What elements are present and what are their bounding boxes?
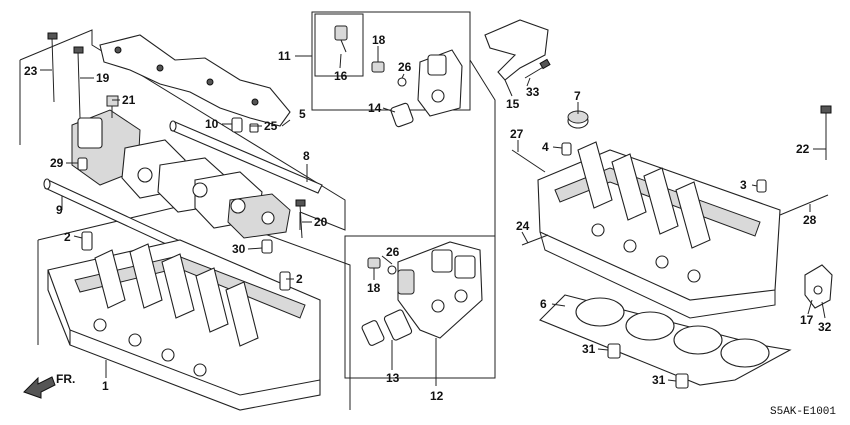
front-arrow-icon (23, 376, 56, 399)
callout-26-lower: 26 (386, 245, 400, 259)
dowel-4 (561, 142, 572, 156)
spool-valve-lower (397, 241, 483, 339)
callout-27: 27 (510, 127, 524, 141)
callout-26-upper: 26 (398, 60, 412, 74)
callout-14: 14 (368, 101, 382, 115)
bracket-15 (484, 19, 549, 81)
head-gasket-6 (539, 294, 792, 386)
bolt-19 (73, 46, 84, 119)
oring-26-lower (387, 265, 397, 275)
diagram-code: S5AK-E1001 (770, 406, 836, 418)
cylinder-head-left (47, 231, 321, 411)
callout-33: 33 (526, 85, 540, 99)
callout-13: 13 (386, 371, 400, 385)
right-divider (469, 59, 496, 236)
bolt-22 (820, 105, 832, 160)
leader-lines (40, 46, 826, 386)
bolt-23 (47, 32, 58, 103)
callout-7: 7 (574, 89, 581, 103)
callout-24: 24 (516, 219, 530, 233)
callout-11: 11 (278, 49, 291, 63)
callout-4: 4 (542, 140, 549, 154)
callout-19: 19 (96, 71, 110, 85)
callout-17: 17 (800, 313, 814, 327)
rocker-arm-group (71, 109, 291, 239)
callout-3: 3 (740, 178, 747, 192)
spool-valve-upper (417, 49, 463, 117)
front-direction-label: FR. (56, 372, 75, 386)
dowel-31a (607, 343, 621, 359)
callout-12: 12 (430, 389, 444, 403)
callout-16: 16 (334, 69, 348, 83)
oring-26-upper (397, 77, 407, 87)
callout-20: 20 (314, 215, 328, 229)
callout-30: 30 (232, 242, 246, 256)
dowel-29 (77, 157, 88, 171)
gaskets-13 (361, 309, 413, 346)
callout-23: 23 (24, 64, 38, 78)
stud-27 (511, 149, 546, 173)
callout-32: 32 (818, 320, 832, 334)
bolt-21 (106, 95, 119, 118)
callout-5: 5 (299, 107, 306, 121)
solenoid-lower-box (344, 235, 496, 379)
callout-25: 25 (264, 119, 278, 133)
callout-1: 1 (102, 379, 109, 393)
rocker-shaft-8 (169, 120, 323, 194)
rocker-assembly-outline (19, 29, 346, 231)
callout-labels: 23 19 21 29 9 2 10 25 5 8 20 30 2 1 11 1… (24, 33, 832, 403)
callout-18-upper: 18 (372, 33, 386, 47)
callout-31-upper: 31 (582, 342, 596, 356)
bolt-20 (295, 199, 306, 239)
callout-21: 21 (122, 93, 136, 107)
stud-28 (779, 194, 829, 216)
rocker-holder-5 (99, 34, 291, 127)
callout-6: 6 (540, 297, 547, 311)
sensor-16 (334, 25, 348, 53)
callout-18-lower: 18 (367, 281, 381, 295)
sensor-16-box (314, 13, 364, 77)
callout-22: 22 (796, 142, 810, 156)
callout-29: 29 (50, 156, 64, 170)
cylinder-head-right (537, 141, 781, 319)
callout-31-lower: 31 (652, 373, 666, 387)
plug-18-upper (371, 61, 385, 73)
callout-15: 15 (506, 97, 520, 111)
stud-24 (521, 234, 549, 246)
dowel-31b (675, 373, 689, 389)
callout-9: 9 (56, 203, 63, 217)
dowel-2a (81, 231, 93, 251)
callout-8: 8 (303, 149, 310, 163)
pins-10-25 (231, 117, 259, 133)
bracket-17-32 (804, 264, 833, 309)
dowel-2b (279, 271, 291, 291)
dowel-30 (261, 239, 273, 254)
dowel-3 (756, 179, 767, 193)
callout-2-right: 2 (296, 272, 303, 286)
gasket-14 (390, 102, 414, 128)
plug-18-lower (367, 257, 381, 269)
callout-28: 28 (803, 213, 817, 227)
callout-2-left: 2 (64, 230, 71, 244)
bolt-33 (524, 58, 551, 79)
callout-10: 10 (205, 117, 219, 131)
